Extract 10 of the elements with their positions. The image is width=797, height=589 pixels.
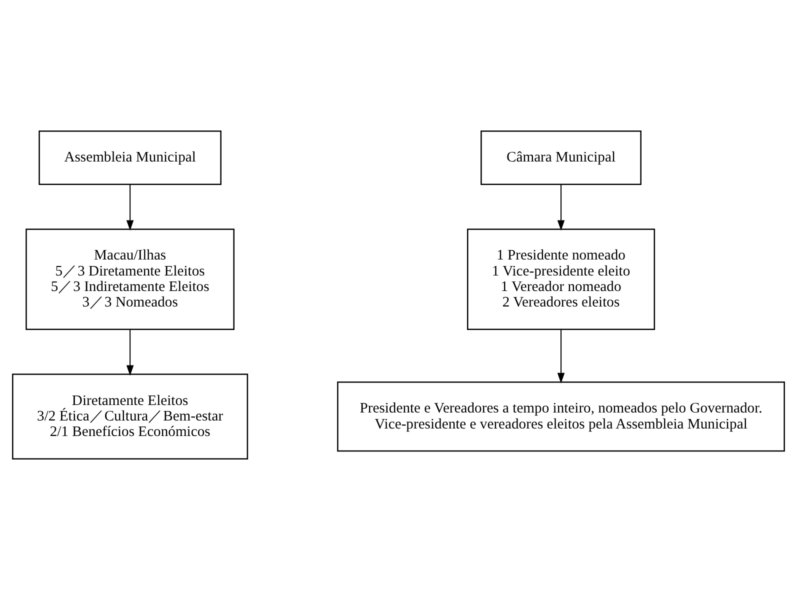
node-box: Macau/Ilhas 5／3 Diretamente Eleitos 5／3 Indiretamente Eleitos 3／3 Nomeados <box>26 228 235 330</box>
arrow <box>126 184 134 230</box>
node-box: 1 Presidente nomeado 1 Vice-presidente eleito 1 Vereador nomeado 2 Vereadores eleitos <box>467 228 656 330</box>
node-box: Assembleia Municipal <box>38 130 222 185</box>
node-box: Diretamente Eleitos 3/2 Ética／Cultura／Bem-estar 2/1 Benefícios Económicos <box>12 373 248 459</box>
node-box: Presidente e Vereadores a tempo inteiro, nomeados pelo Governador. Vice-presidente e vereadores eleitos pela Assembleia Municipal <box>337 381 785 452</box>
node-box: Câmara Municipal <box>480 130 642 185</box>
arrow <box>557 329 565 383</box>
arrow <box>557 184 565 230</box>
arrow <box>126 329 134 376</box>
